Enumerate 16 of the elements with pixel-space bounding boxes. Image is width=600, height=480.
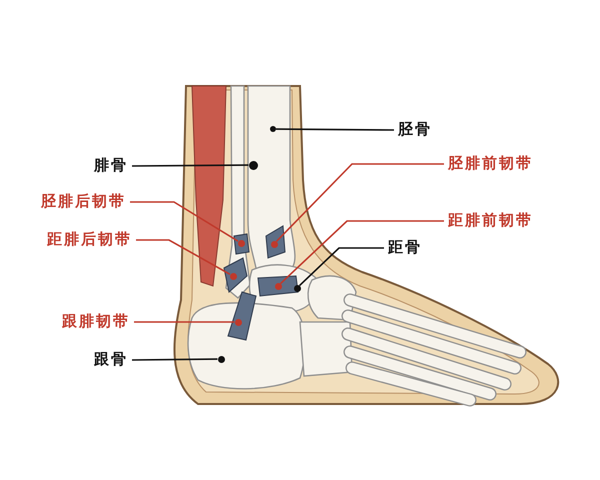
part-label: 距腓后韧带: [47, 230, 132, 248]
leader-line: [136, 239, 230, 275]
part-label: 腓骨: [94, 156, 128, 174]
part-label: 距骨: [388, 238, 422, 256]
leader-line: [132, 358, 218, 361]
part-label: 胫腓后韧带: [41, 192, 126, 210]
leader-line: [298, 247, 384, 286]
part-label: 胫骨: [398, 120, 432, 138]
leader-line: [280, 220, 444, 284]
leader-line: [130, 201, 238, 242]
part-label: 胫腓前韧带: [448, 154, 533, 172]
part-label: 跟腓韧带: [62, 312, 130, 330]
leader-line: [132, 164, 248, 167]
part-label: 距腓前韧带: [448, 211, 533, 229]
part-label: 跟骨: [94, 350, 128, 368]
leader-line: [276, 128, 394, 131]
